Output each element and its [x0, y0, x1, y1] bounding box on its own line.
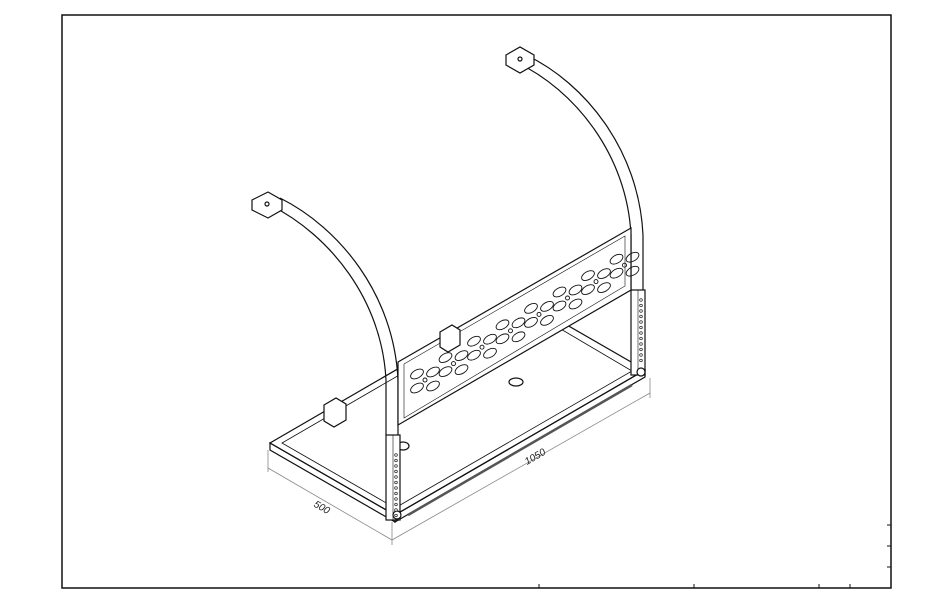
- upright-hole: [639, 309, 643, 313]
- length-dimension-label: 1050: [523, 447, 548, 468]
- upright-hole: [394, 513, 398, 518]
- upright-hole: [394, 458, 398, 463]
- flower-cutout: [581, 268, 611, 295]
- dimension-lines: [267, 378, 651, 545]
- flower-cutout: [609, 251, 640, 279]
- upright-hole: [394, 464, 398, 468]
- flower-cutout: [552, 284, 583, 312]
- flower-cutout: [438, 350, 469, 377]
- upright-hole: [394, 453, 398, 457]
- upright-hole: [639, 358, 643, 363]
- upright-hole: [394, 497, 398, 501]
- upright-hole: [639, 331, 643, 335]
- upright-hole: [639, 347, 643, 352]
- upright-hole: [639, 353, 643, 357]
- rear-bracket: [323, 324, 461, 428]
- upright-hole: [639, 325, 643, 330]
- upright-hole: [394, 475, 398, 479]
- upright-hole: [394, 502, 398, 507]
- upright-hole: [394, 480, 398, 485]
- width-dimension-label: 500: [312, 499, 332, 517]
- right-upright: [630, 289, 646, 377]
- upright-hole: [394, 486, 398, 490]
- decorative-panel: [397, 226, 640, 427]
- right-arch: [505, 46, 644, 290]
- upright-hole: [394, 491, 398, 496]
- upright-hole: [394, 508, 398, 512]
- rack-frame-drawing: [251, 46, 647, 524]
- flower-cutout: [410, 366, 440, 394]
- flower-cutout: [524, 301, 554, 328]
- upright-hole: [639, 320, 643, 324]
- upright-hole: [639, 336, 643, 341]
- upright-hole: [639, 303, 643, 308]
- upright-hole: [639, 298, 643, 302]
- sheet-border: [61, 14, 892, 589]
- upright-hole: [639, 314, 643, 319]
- flower-cutout: [467, 333, 497, 361]
- upright-hole: [639, 342, 643, 346]
- left-arch: [251, 191, 399, 435]
- front-upright: [385, 434, 402, 521]
- flower-cutout: [495, 317, 526, 345]
- upright-hole: [394, 469, 398, 474]
